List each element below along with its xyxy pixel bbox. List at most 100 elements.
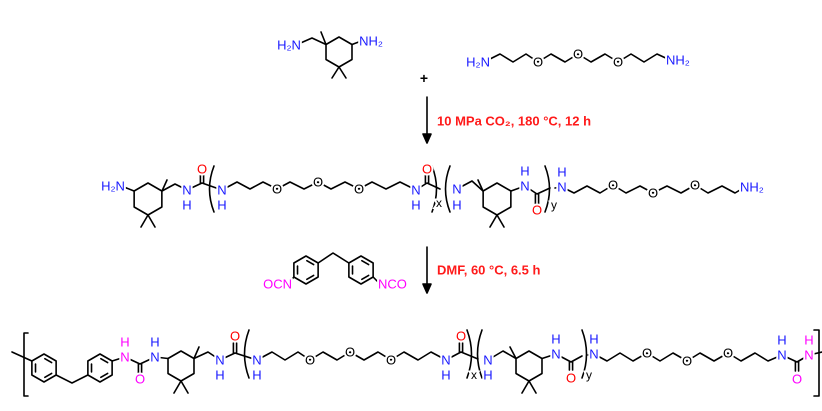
amine-label: H₂N [466,55,490,70]
ether-oxygen: O [642,346,652,361]
chain-bond [256,351,447,361]
urea-n: N [804,348,813,363]
urea-n: N [452,182,461,197]
methyl-bond [528,380,537,394]
methyl-bond [338,66,347,79]
ether-oxygen: O [533,55,543,70]
urea-h: H [252,368,261,383]
chain-bond [193,351,221,361]
urea-n: N [217,183,226,198]
urea-n: N [551,347,560,362]
reactant-ipda: H₂N NH₂ [275,32,385,55]
step1-conditions: 10 MPa CO₂, 180 °C, 12 h [437,114,591,129]
urea-h: H [452,198,461,213]
aromatic-inner-bond [100,357,109,364]
amine-label: H₂N [101,179,125,194]
methyl-bond [193,346,200,360]
chain-bond [510,185,551,195]
amine-label: H₂N [277,38,301,53]
ether-oxygen: O [648,186,658,201]
amine-label: NH₂ [740,180,764,195]
carbonyl-oxygen: O [456,329,466,344]
methyl-bond [320,31,327,46]
urea-h: H [411,198,420,213]
carbonyl-oxygen: O [422,162,432,177]
urea-n: N [441,353,450,368]
carbonyl-oxygen: O [566,371,576,386]
product-polyurethane-urea: N H O N H N H O N H O O O N H O x N H N … [118,327,815,389]
repeat-subscript-x: x [436,196,442,210]
ether-oxygen: O [386,353,396,368]
plus-sign: + [420,70,428,86]
chain-bond [186,182,223,191]
reactant-diamine: H₂N O O O NH₂ [464,45,692,72]
methyl-bond [173,380,182,394]
carbonyl-oxygen: O [135,372,145,387]
cyclohexane-ring [515,350,543,382]
urea-h: H [217,198,226,213]
arrowhead-icon [422,283,432,294]
ether-oxygen: O [305,353,315,368]
urea-n: N [777,348,786,363]
close-parenthesis [581,329,588,379]
urea-n: N [483,353,492,368]
carbonyl-oxygen: O [792,372,802,387]
chain-bond [554,184,746,194]
aromatic-inner-bond [361,274,370,281]
ether-oxygen: O [573,47,583,62]
aromatic-inner-bond [361,259,370,266]
urea-n: N [411,183,420,198]
urea-h: H [520,164,529,179]
carbonyl-oxygen: O [230,329,240,344]
cyclohexane-ring [325,36,353,68]
methyl-bond [161,179,168,192]
methyl-bond [509,346,517,360]
urea-h: H [483,368,492,383]
urea-h: H [182,198,191,213]
ether-oxygen: O [354,182,364,197]
urea-h: H [215,368,224,383]
repeat-subscript-y: y [551,198,557,212]
chain-bond [295,37,327,46]
crossing-bond [808,351,822,356]
aromatic-inner-bond [44,372,53,379]
urea-n: N [150,350,159,365]
intermediate-polyurea: H₂N N H O N H O O O N H O x N H N H O y … [99,160,766,220]
ether-oxygen: O [613,55,623,70]
aromatic-inner-bond [44,357,53,364]
open-parenthesis [243,329,250,379]
urea-n: N [252,353,261,368]
bond [287,276,295,285]
chain-bond [456,180,484,192]
methyl-bond [521,380,530,394]
ether-oxygen: O [313,175,323,190]
bond-skeleton [11,31,822,397]
open-parenthesis [476,329,483,379]
chain-bond [55,374,89,384]
cyclohexane-ring [133,182,163,216]
chain-bond [541,353,583,363]
cyclohexane-ring [482,182,512,216]
ether-oxygen: O [723,346,733,361]
urea-h: H [589,332,598,347]
urea-n: N [520,179,529,194]
bond [123,186,135,192]
isocyanate-label: OCN [263,277,292,292]
chain-bond [161,183,188,192]
methyl-bond [180,380,189,394]
crossing-bond [11,351,33,362]
close-parenthesis [466,329,473,379]
close-parenthesis [431,165,438,213]
bond [111,356,126,362]
aromatic-inner-bond [100,372,109,379]
aromatic-inner-bond [306,259,315,266]
chain-bond [219,352,258,361]
urea-h: H [804,333,813,348]
bond [372,276,381,285]
carbonyl-oxygen: O [197,162,207,177]
amine-label: NH₂ [359,34,383,49]
urea-n: N [182,183,191,198]
methyl-bond [496,214,505,228]
chain-bond [587,352,783,362]
